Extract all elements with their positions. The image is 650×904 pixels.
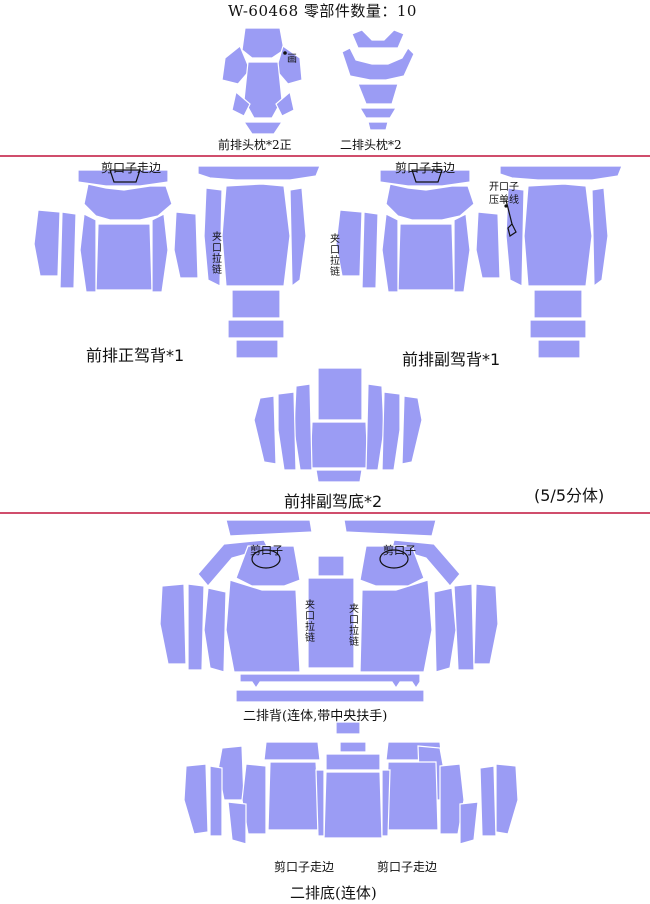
- open-mark-note-1: 开口子: [489, 182, 519, 193]
- cut-edge-note-left: 剪口子走边: [274, 860, 335, 874]
- caption-front-headrest: 前排头枕*2正: [218, 138, 292, 152]
- cut-note-left: 剪口子: [250, 544, 283, 557]
- passenger-back-pattern: [335, 165, 623, 359]
- marker-dot: [283, 51, 287, 55]
- zipper-note-left: 夹口拉链: [305, 600, 315, 644]
- caption-rear-bottom: 二排底(连体): [290, 884, 377, 902]
- driver-back-pattern: [33, 165, 321, 359]
- cut-marker: [379, 549, 409, 569]
- rear-headrest-pattern: [341, 29, 415, 131]
- marker-dot: [504, 204, 508, 208]
- caption-driver-back: 前排正驾背*1: [86, 346, 185, 365]
- cut-marker: [251, 549, 281, 569]
- zipper-note-right: 夹口拉链: [330, 234, 340, 278]
- passenger-bottom-pattern: [253, 367, 423, 483]
- cut-edge-note-right: 剪口子走边: [395, 161, 456, 175]
- zipper-note-right: 夹口拉链: [349, 604, 359, 648]
- caption-rear-back: 二排背(连体,带中央扶手): [243, 709, 388, 724]
- cut-marker: [505, 199, 513, 225]
- note-mark: 画: [287, 54, 297, 65]
- cut-edge-note-left: 剪口子走边: [101, 161, 162, 175]
- rear-bottom-pattern: [183, 721, 519, 845]
- zipper-note-left: 夹口拉链: [212, 232, 222, 276]
- cut-marker: [411, 169, 443, 183]
- page-title: W-60468 零部件数量：10: [228, 2, 417, 20]
- cut-marker: [109, 169, 141, 183]
- caption-rear-headrest: 二排头枕*2: [340, 138, 402, 152]
- split-note: (5/5分体): [534, 486, 605, 505]
- cut-marker: [507, 222, 517, 237]
- open-mark-note-2: 压单线: [489, 195, 519, 206]
- front-headrest-pattern: [221, 27, 303, 135]
- cut-edge-note-right: 剪口子走边: [377, 860, 438, 874]
- caption-passenger-back: 前排副驾背*1: [402, 350, 501, 369]
- rear-back-pattern: [159, 519, 499, 703]
- caption-passenger-bottom: 前排副驾底*2: [284, 492, 383, 511]
- cut-note-right: 剪口子: [383, 544, 416, 557]
